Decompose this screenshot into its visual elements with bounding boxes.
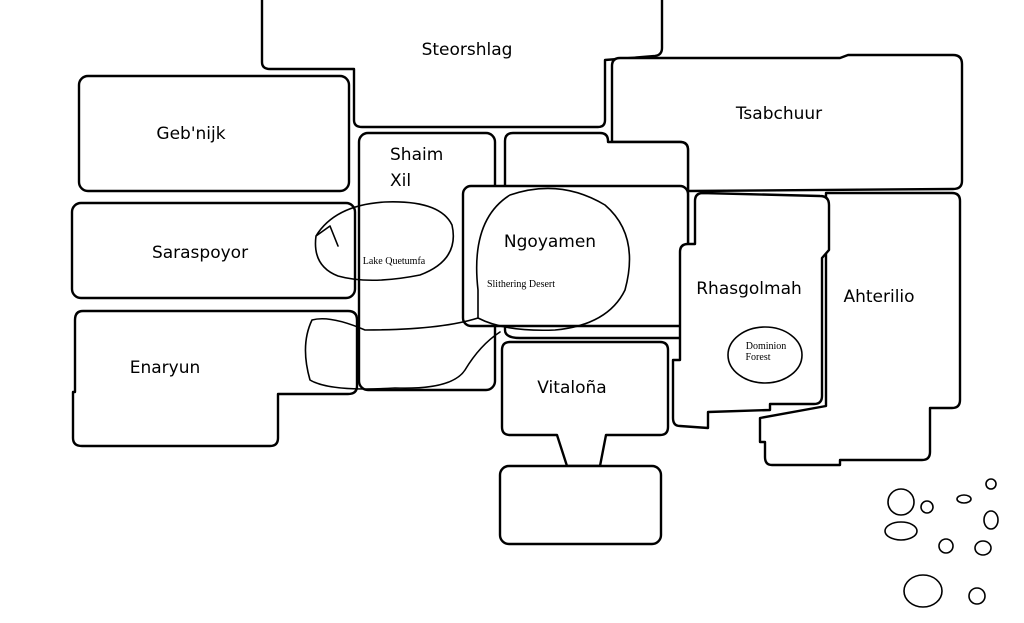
feature-label-lake-quetumfa: Lake Quetumfa <box>363 256 426 267</box>
region-label-ahterilio: Ahterilio <box>843 287 914 307</box>
region-ngoyamen[interactable]: Ngoyamen <box>461 131 690 340</box>
island <box>968 587 986 605</box>
region-tsabchuur[interactable]: Tsabchuur <box>610 53 964 193</box>
region-label-xil: Xil <box>390 171 411 191</box>
region-rhasgolmah[interactable]: Rhasgolmah <box>671 191 831 430</box>
feature-dominion-forest[interactable]: Dominion Forest <box>727 326 803 384</box>
island <box>887 488 915 516</box>
feature-label-slithering-desert: Slithering Desert <box>487 279 555 290</box>
region-vitalona[interactable]: Vitaloña <box>498 340 670 546</box>
region-gebnijk[interactable]: Geb'nijk <box>77 74 351 193</box>
island <box>956 494 972 504</box>
islands <box>884 478 999 608</box>
region-shaim-xil[interactable]: Shaim Xil <box>357 131 497 392</box>
region-label-saraspoyor: Saraspoyor <box>152 243 248 263</box>
region-label-enaryun: Enaryun <box>130 358 201 378</box>
region-label-ngoyamen: Ngoyamen <box>504 232 596 252</box>
region-label-steorshlag: Steorshlag <box>422 40 513 60</box>
region-steorshlag[interactable]: Steorshlag <box>260 0 664 129</box>
island <box>983 510 999 530</box>
feature-label-forest: Forest <box>746 352 771 363</box>
region-label-vitalona: Vitaloña <box>537 378 606 398</box>
region-label-rhasgolmah: Rhasgolmah <box>696 279 802 299</box>
island <box>985 478 997 490</box>
island <box>974 540 992 556</box>
island <box>920 500 934 514</box>
region-enaryun[interactable]: Enaryun <box>71 309 359 448</box>
island <box>938 538 954 554</box>
region-label-tsabchuur: Tsabchuur <box>735 104 822 124</box>
island <box>884 521 918 541</box>
region-saraspoyor[interactable]: Saraspoyor <box>70 201 357 300</box>
feature-label-dominion: Dominion <box>746 341 787 352</box>
region-label-shaim: Shaim <box>390 145 443 165</box>
region-ahterilio[interactable]: Ahterilio <box>758 191 962 467</box>
island <box>903 574 943 608</box>
feature-slithering-desert[interactable]: Slithering Desert <box>304 187 631 390</box>
region-label-gebnijk: Geb'nijk <box>156 124 225 144</box>
feature-lake-quetumfa[interactable]: Lake Quetumfa <box>314 201 454 282</box>
